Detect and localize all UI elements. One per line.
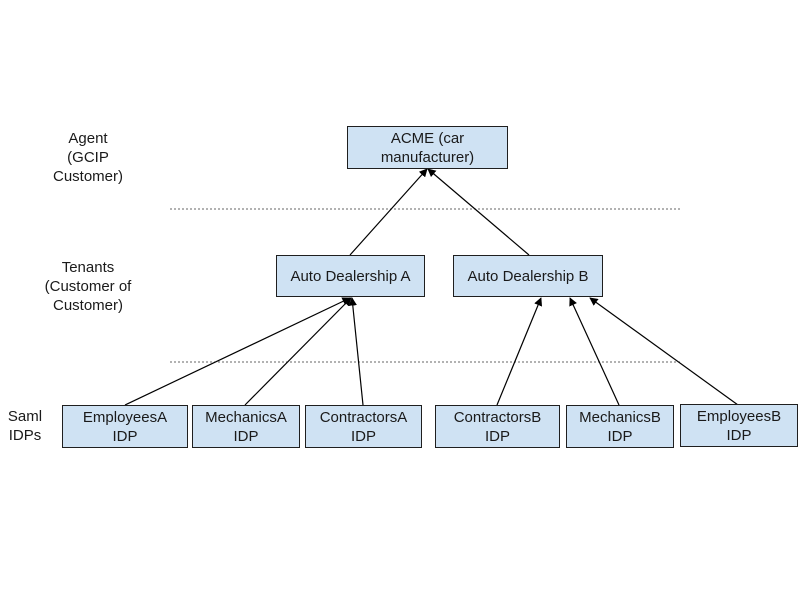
edge-mechanics-b-to-dealer-b xyxy=(569,297,620,406)
level-label-idps: Saml IDPs xyxy=(7,408,43,444)
node-auto-dealership-b: Auto Dealership B xyxy=(453,255,603,297)
node-employees-a-idp: EmployeesA IDP xyxy=(62,405,188,448)
node-contractors-a-idp: ContractorsA IDP xyxy=(305,405,422,448)
node-contractors-b-idp: ContractorsB IDP xyxy=(435,405,560,448)
node-mechanics-a-idp: MechanicsA IDP xyxy=(192,405,300,448)
level-label-tenants: Tenants (Customer of Customer) xyxy=(44,259,132,314)
edge-contractors-b-to-dealer-b xyxy=(496,297,543,406)
edge-employees-b-to-dealer-b xyxy=(589,297,739,406)
edge-dealer-b-to-acme xyxy=(427,168,530,256)
edge-contractors-a-to-dealer-a xyxy=(348,297,364,406)
edge-employees-a-to-dealer-a xyxy=(124,297,351,406)
node-mechanics-b-idp: MechanicsB IDP xyxy=(566,405,674,448)
node-acme: ACME (car manufacturer) xyxy=(347,126,508,169)
node-auto-dealership-a: Auto Dealership A xyxy=(276,255,425,297)
edge-mechanics-a-to-dealer-a xyxy=(244,297,352,406)
node-employees-b-idp: EmployeesB IDP xyxy=(680,404,798,447)
level-label-agent: Agent (GCIP Customer) xyxy=(52,130,123,185)
edge-dealer-a-to-acme xyxy=(349,168,428,256)
